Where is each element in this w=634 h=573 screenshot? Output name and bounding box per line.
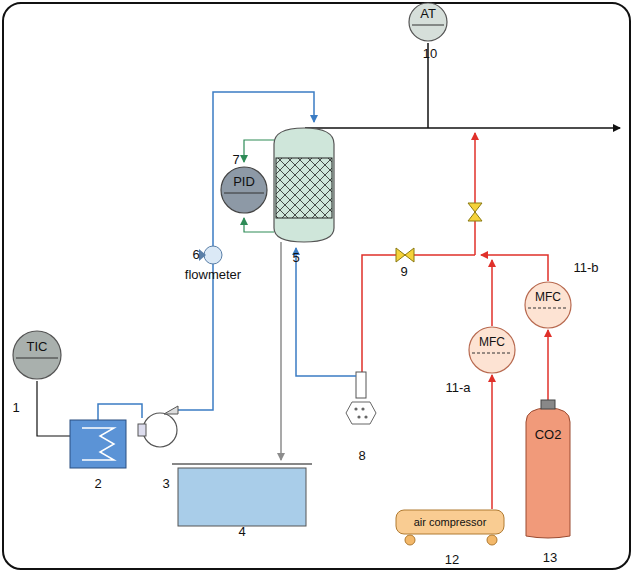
controller-bubble: PID xyxy=(220,166,268,214)
bubble-divider xyxy=(16,358,58,359)
absorption-column xyxy=(274,128,334,242)
signal-line xyxy=(244,218,274,232)
signal-line xyxy=(244,140,274,162)
mass-flow-controller: MFC xyxy=(468,326,516,374)
callout-number: 5 xyxy=(292,251,299,265)
tank-rim xyxy=(172,463,312,464)
drain-line xyxy=(280,242,282,460)
bubble-divider xyxy=(528,308,568,309)
gas-line xyxy=(362,255,475,374)
gas-connector xyxy=(491,375,493,509)
pump-outlet xyxy=(164,406,178,414)
gas-cylinder: CO2 xyxy=(525,400,571,540)
sparger-head xyxy=(346,402,376,424)
bubble-outline xyxy=(525,282,571,328)
bubble-outline xyxy=(13,331,61,379)
gas-line xyxy=(481,255,548,281)
controller-bubble: TIC xyxy=(12,330,62,380)
heater-coil xyxy=(82,428,114,460)
bubble-outline xyxy=(221,167,267,213)
heated-tank xyxy=(70,420,126,468)
liquid-line xyxy=(296,248,356,376)
receiving-tank xyxy=(178,468,306,526)
callout-number: 6 xyxy=(192,248,199,262)
valve-symbol xyxy=(468,203,482,221)
liquid-line xyxy=(98,404,142,420)
part-label: flowmeter xyxy=(185,268,241,282)
callout-number: 11-b xyxy=(573,261,598,275)
flowmeter-symbol xyxy=(199,249,206,261)
callout-number: 11-a xyxy=(445,381,470,395)
analyzer-bubble: AT xyxy=(408,2,448,42)
packed-bed xyxy=(276,158,332,218)
sparger-tube xyxy=(356,372,366,398)
sparger-hole xyxy=(361,407,364,410)
node-text: CO2 xyxy=(535,428,562,442)
node-text: AT xyxy=(420,7,436,21)
sparger-hole xyxy=(354,407,357,410)
compressor-wheel xyxy=(405,535,415,545)
gas-connector xyxy=(547,330,549,400)
callout-number: 2 xyxy=(94,477,101,491)
node-text: MFC xyxy=(479,336,505,349)
pump-symbol xyxy=(143,413,177,447)
frame xyxy=(3,3,630,569)
controller-bubble-outline xyxy=(220,166,268,214)
bubble-divider xyxy=(472,353,512,354)
callout-number: 4 xyxy=(238,525,245,539)
cylinder-valve xyxy=(541,400,555,409)
node-text: PID xyxy=(233,175,255,189)
callout-number: 13 xyxy=(543,551,557,565)
bubble-outline xyxy=(409,3,447,41)
callout-number: 8 xyxy=(358,449,365,463)
callout-number: 9 xyxy=(400,265,407,279)
valve-symbol xyxy=(396,248,414,262)
bubble-divider xyxy=(224,193,264,194)
callout-number: 12 xyxy=(445,553,459,567)
gas-line xyxy=(474,133,476,255)
cylinder-body xyxy=(526,408,570,538)
mass-flow-controller-outline xyxy=(468,326,516,374)
node-text: TIC xyxy=(27,340,48,354)
mass-flow-controller: MFC xyxy=(524,281,572,329)
pump-inlet xyxy=(138,424,146,436)
node-text: MFC xyxy=(535,291,561,304)
sparger-hole xyxy=(364,415,367,418)
sparger-hole xyxy=(357,415,360,418)
bubble-divider xyxy=(412,25,444,26)
flowmeter-symbol xyxy=(204,246,222,264)
compressor-body xyxy=(396,510,504,534)
callout-number: 10 xyxy=(423,47,437,61)
air-compressor: air compressor xyxy=(395,509,505,535)
compressor-wheel xyxy=(487,535,497,545)
controller-bubble-outline xyxy=(12,330,62,380)
callout-number: 1 xyxy=(12,401,19,415)
bubble-outline xyxy=(469,327,515,373)
callout-number: 7 xyxy=(232,153,239,167)
gas-cylinder-outline xyxy=(525,400,571,540)
outlet-line xyxy=(305,127,620,129)
mass-flow-controller-outline xyxy=(524,281,572,329)
callout-number: 3 xyxy=(162,477,169,491)
node-text: air compressor xyxy=(414,516,487,528)
gas-line xyxy=(491,260,493,326)
